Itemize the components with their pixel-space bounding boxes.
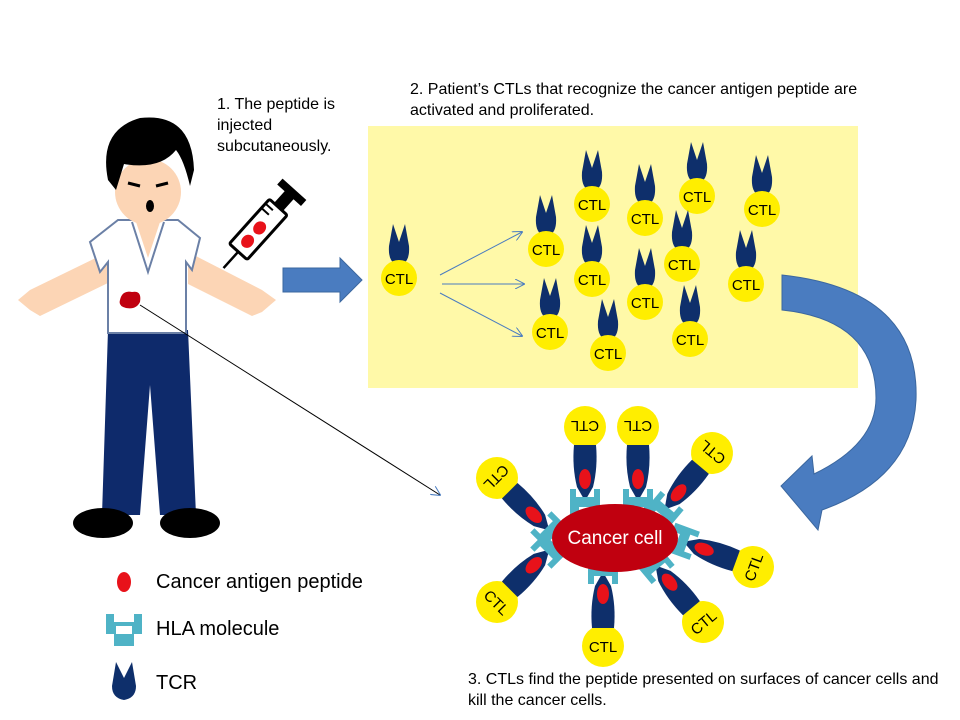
ctl-label: CTL xyxy=(578,197,606,214)
ctl-label: CTL xyxy=(536,325,564,342)
ctl-label: CTL xyxy=(631,295,659,312)
ctl-label: CTL xyxy=(594,346,622,363)
patient-figure xyxy=(18,117,276,538)
step1-text: 1. The peptide is injected subcutaneousl… xyxy=(217,96,336,155)
right-arm xyxy=(188,252,276,316)
ctl-label: CTL xyxy=(732,277,760,294)
step3-text: 3. CTLs find the peptide presented on su… xyxy=(468,671,939,709)
injection-site-icon xyxy=(119,291,141,309)
ctl-label: CTL xyxy=(571,417,599,434)
peptide-icon xyxy=(117,572,131,592)
legend-tcr-label: TCR xyxy=(156,672,198,694)
pants xyxy=(102,330,196,515)
left-arm xyxy=(18,252,110,316)
right-shoe xyxy=(160,508,220,538)
left-shoe xyxy=(73,508,133,538)
ctl-label: CTL xyxy=(631,211,659,228)
legend xyxy=(106,572,142,700)
ctl-label: CTL xyxy=(676,332,704,349)
tcr-icon xyxy=(112,662,136,700)
face xyxy=(115,159,181,225)
step2-text: 2. Patient’s CTLs that recognize the can… xyxy=(410,81,858,119)
shirt xyxy=(88,219,202,334)
legend-hla-label: HLA molecule xyxy=(156,618,280,640)
legend-peptide-label: Cancer antigen peptide xyxy=(156,571,363,593)
cancer-cell-label: Cancer cell xyxy=(567,528,662,549)
ctl-label: CTL xyxy=(683,189,711,206)
ctl-label: CTL xyxy=(532,242,560,259)
ctl-label: CTL xyxy=(589,639,617,656)
syringe-icon xyxy=(222,178,307,269)
hair xyxy=(106,117,194,190)
proliferation-arrows xyxy=(439,232,524,336)
ctl-label: CTL xyxy=(624,417,652,434)
ctl-label: CTL xyxy=(748,202,776,219)
activation-arrow xyxy=(282,256,363,304)
ctl-label: CTL xyxy=(668,257,696,274)
targeting-arrow xyxy=(780,274,917,532)
hla-icon xyxy=(106,614,142,646)
ctl-label: CTL xyxy=(578,272,606,289)
cancer-cell xyxy=(552,504,678,572)
ctl-label: CTL xyxy=(385,271,413,288)
pointer-arrow xyxy=(139,304,440,495)
